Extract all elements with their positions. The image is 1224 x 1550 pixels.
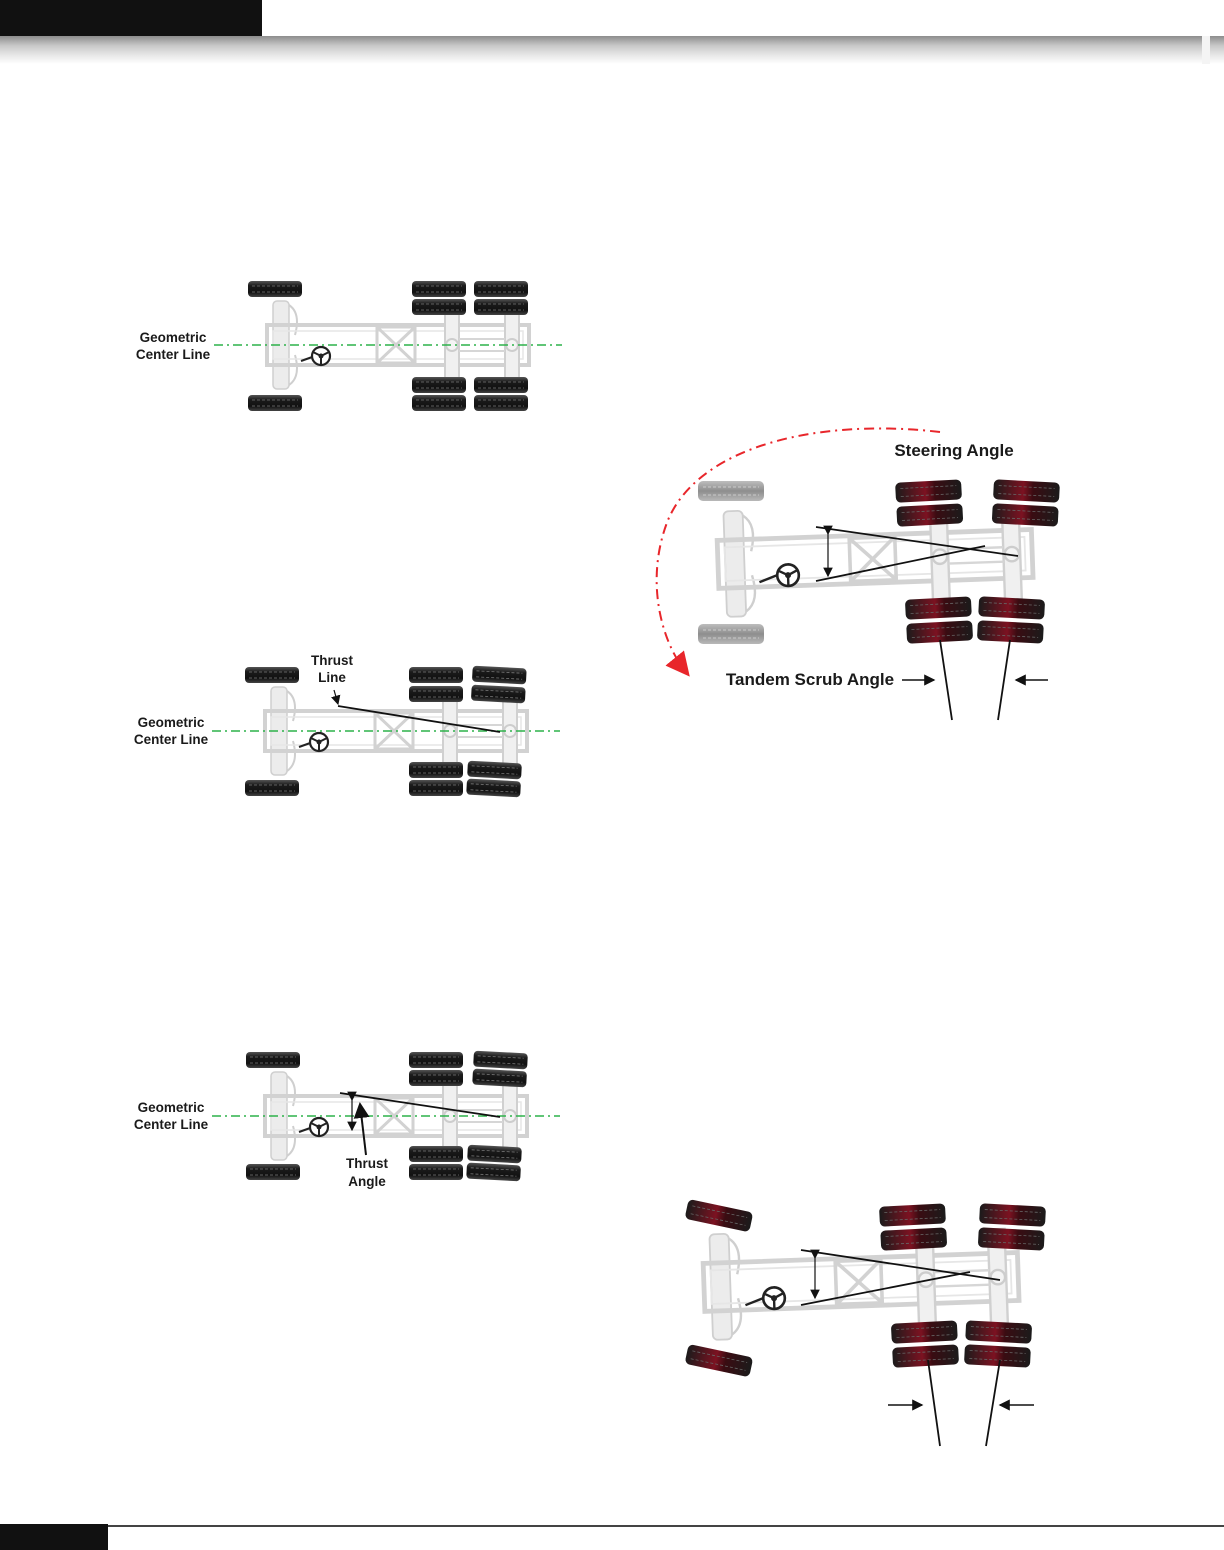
tandem-scrub-angle-label: Tandem Scrub Angle	[726, 670, 894, 689]
center-line-label: Geometric	[140, 330, 207, 345]
thrust-angle-label: Angle	[348, 1174, 386, 1189]
header-bar-edge	[1202, 36, 1210, 64]
footer-line	[108, 1525, 1224, 1527]
center-line-label: Geometric	[138, 1100, 205, 1115]
thrust-line-label: Line	[318, 670, 346, 685]
diagram-tandem-scrub-angle: Steering Angle Tandem Scrub Angle	[655, 427, 1061, 721]
footer-tab	[0, 1524, 108, 1550]
center-line-label: Geometric	[138, 715, 205, 730]
thrust-line-label: Thrust	[311, 653, 354, 668]
diagram-geometric-center-line: Geometric Center Line	[136, 280, 562, 412]
thrust-line	[337, 705, 501, 733]
steering-angle-label: Steering Angle	[894, 441, 1013, 460]
center-line-label: Center Line	[136, 347, 211, 362]
center-line-label: Center Line	[134, 732, 209, 747]
center-line-label: Center Line	[134, 1117, 209, 1132]
diagram-thrust-line: Thrust Line Geometric Center Line	[134, 653, 560, 798]
header-tab	[0, 0, 262, 36]
diagram-tandem-scrub-red	[684, 1198, 1047, 1447]
diagram-thrust-angle: Thrust Angle Geometric Center Line	[134, 1050, 560, 1189]
header-bar	[0, 36, 1224, 64]
thrust-angle-label: Thrust	[346, 1156, 389, 1171]
